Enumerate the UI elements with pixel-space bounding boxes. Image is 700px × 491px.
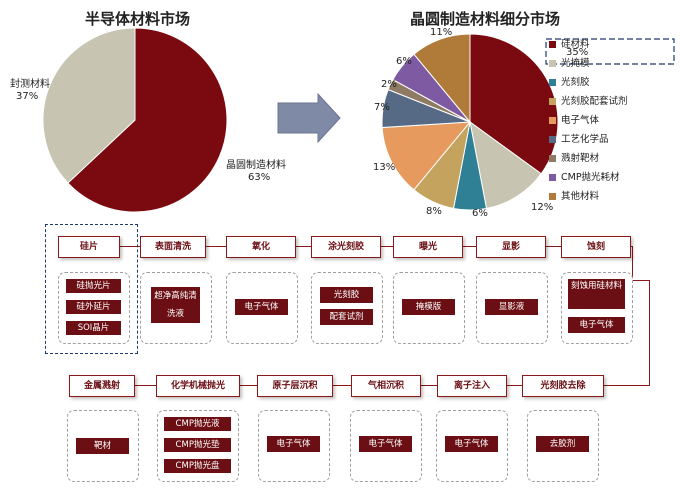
transition-arrow xyxy=(277,92,341,144)
step-ion-implant: 离子注入 xyxy=(437,375,507,397)
material-tag: 电子气体 xyxy=(359,436,412,452)
legend-item: 电子气体 xyxy=(549,114,599,128)
materials-develop: 显影液 xyxy=(476,272,548,344)
step-exposure: 曝光 xyxy=(393,236,463,258)
material-tag: 电子气体 xyxy=(235,299,288,315)
materials-exposure: 掩模版 xyxy=(393,272,465,344)
legend-item: 光掩模 xyxy=(549,57,590,71)
material-tag: 电子气体 xyxy=(267,436,320,452)
material-tag: SOI晶片 xyxy=(66,321,121,335)
pie2-slice-1 xyxy=(469,120,542,210)
materials-silicon: 硅抛光片 硅外延片 SOI晶片 xyxy=(58,272,130,344)
pie2-pct-mask: 12% xyxy=(531,202,554,213)
materials-resist-strip: 去胶剂 xyxy=(527,410,599,482)
pie2-slice-8 xyxy=(413,33,471,124)
material-tag: 显影液 xyxy=(485,299,538,315)
pie2-pct-target: 2% xyxy=(381,79,397,90)
turn-connector-right xyxy=(649,280,650,385)
material-tag: 去胶剂 xyxy=(536,436,589,452)
material-tag: 配套试剂 xyxy=(320,309,373,325)
legend-item: 光刻胶配套试剂 xyxy=(549,95,628,109)
materials-cmp: CMP抛光液 CMP抛光垫 CMP抛光盘 xyxy=(157,410,239,482)
pie-charts xyxy=(42,27,675,213)
pie1-label-fengce: 封测材料 37% xyxy=(10,79,50,102)
step-silicon: 硅片 xyxy=(58,236,120,258)
legend-item: 其他材料 xyxy=(549,190,599,204)
highlight-box xyxy=(545,38,675,65)
pie2-pct-other: 11% xyxy=(430,27,453,38)
material-tag: 硅外延片 xyxy=(66,300,121,314)
materials-etch: 刻蚀用硅材料 电子气体 xyxy=(561,272,633,344)
materials-surface-clean: 超净高纯清洗液 xyxy=(140,272,212,344)
material-tag: CMP抛光垫 xyxy=(164,438,231,452)
step-develop: 显影 xyxy=(476,236,546,258)
turn-connector xyxy=(632,246,633,280)
pie1-label-wafer: 晶圆制造材料 63% xyxy=(226,160,286,183)
pie2-slice-0 xyxy=(469,33,559,175)
pie2-pct-resistreagent: 8% xyxy=(426,206,442,217)
legend-item: 工艺化学品 xyxy=(549,133,609,147)
pie2-pct-gas: 13% xyxy=(373,162,396,173)
step-cmp: 化学机械抛光 xyxy=(156,375,240,397)
step-coat-resist: 涂光刻胶 xyxy=(311,236,381,258)
step-ald: 原子层沉积 xyxy=(257,375,333,397)
materials-ion-implant: 电子气体 xyxy=(436,410,508,482)
materials-metal-sputter: 靶材 xyxy=(67,410,139,482)
pie1-slice-1 xyxy=(42,27,136,184)
silicon-highlight xyxy=(45,224,138,354)
material-tag: 掩模版 xyxy=(402,299,455,315)
pie2-pct-cmp: 6% xyxy=(396,56,412,67)
materials-ald: 电子气体 xyxy=(258,410,330,482)
materials-coat-resist: 光刻胶 配套试剂 xyxy=(311,272,383,344)
material-tag: CMP抛光盘 xyxy=(164,459,231,473)
left-pie xyxy=(42,27,228,213)
right-chart-title: 晶圆制造材料细分市场 xyxy=(410,10,561,28)
step-vapor-deposition: 气相沉积 xyxy=(351,375,421,397)
material-tag: CMP抛光液 xyxy=(164,417,231,431)
step-oxidation: 氧化 xyxy=(226,236,296,258)
legend-item: 硅材料 xyxy=(549,38,590,52)
material-tag: 超净高纯清洗液 xyxy=(151,287,200,323)
step-etch: 蚀刻 xyxy=(561,236,631,258)
pie2-pct-chem: 7% xyxy=(374,102,390,113)
legend-item: CMP抛光耗材 xyxy=(549,171,620,185)
step-surface-clean: 表面清洗 xyxy=(140,236,206,258)
material-tag: 硅抛光片 xyxy=(66,279,121,293)
pie2-pct-si: 35% xyxy=(566,47,589,58)
left-chart-title: 半导体材料市场 xyxy=(85,10,191,28)
step-resist-strip: 光刻胶去除 xyxy=(522,375,604,397)
material-tag: 电子气体 xyxy=(568,317,625,333)
pie2-slice-4 xyxy=(381,121,472,191)
materials-oxidation: 电子气体 xyxy=(226,272,298,344)
material-tag: 刻蚀用硅材料 xyxy=(568,279,625,309)
turn-connector-top xyxy=(632,280,650,281)
material-tag: 光刻胶 xyxy=(320,287,373,303)
step-metal-sputter: 金属溅射 xyxy=(69,375,135,397)
right-pie xyxy=(381,33,559,211)
material-tag: 靶材 xyxy=(76,438,129,454)
legend-item: 溅射靶材 xyxy=(549,152,599,166)
pie1-slice-0 xyxy=(67,27,228,213)
pie2-pct-resist: 6% xyxy=(472,208,488,219)
material-tag: 电子气体 xyxy=(445,436,498,452)
materials-vapor-deposition: 电子气体 xyxy=(350,410,422,482)
legend-item: 光刻胶 xyxy=(549,76,590,90)
